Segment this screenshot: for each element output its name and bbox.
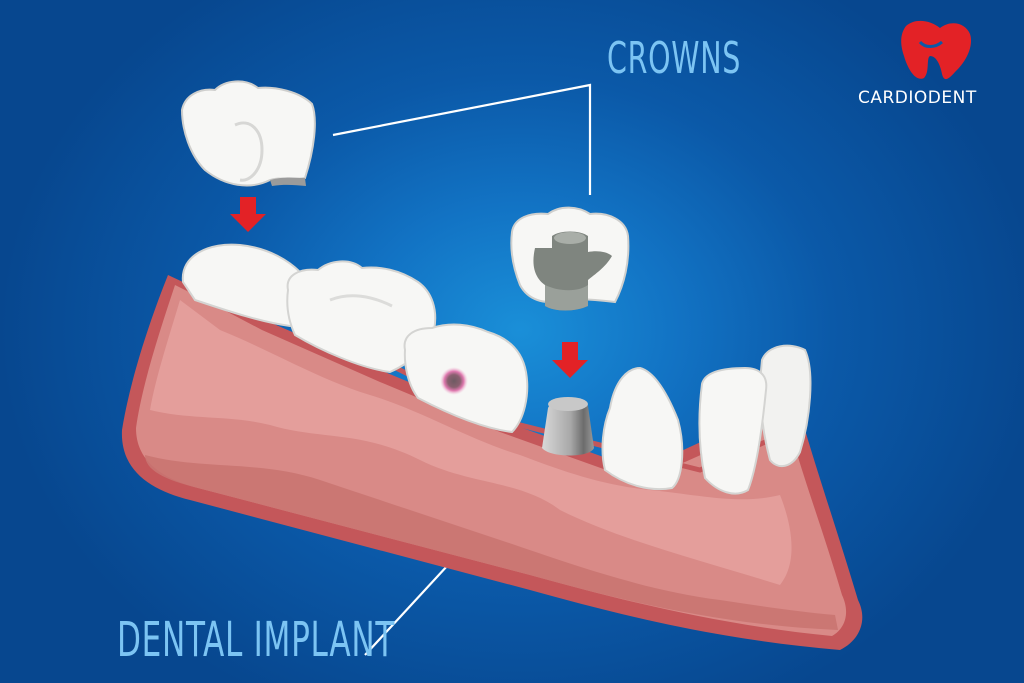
crowns-label: CROWNS: [607, 33, 742, 84]
molar-tooth-2: [286, 260, 437, 374]
floating-implant-crown: [510, 206, 630, 311]
floating-molar-crown: [180, 80, 316, 187]
incisor-1: [601, 366, 684, 491]
incisor-2: [698, 366, 768, 495]
arrow-down-icon: [230, 197, 266, 232]
brand-name: CARDIODENT: [858, 88, 977, 108]
jaw-gum: [121, 275, 863, 650]
heart-tooth-logo: [901, 20, 972, 80]
arrow-down-icon: [552, 342, 588, 378]
dental-implant-label: DENTAL IMPLANT: [117, 612, 396, 668]
crowns-leader-line: [332, 83, 592, 195]
cavity-icon: [440, 367, 468, 395]
implant-abutment: [542, 397, 594, 456]
decayed-molar: [403, 323, 529, 434]
